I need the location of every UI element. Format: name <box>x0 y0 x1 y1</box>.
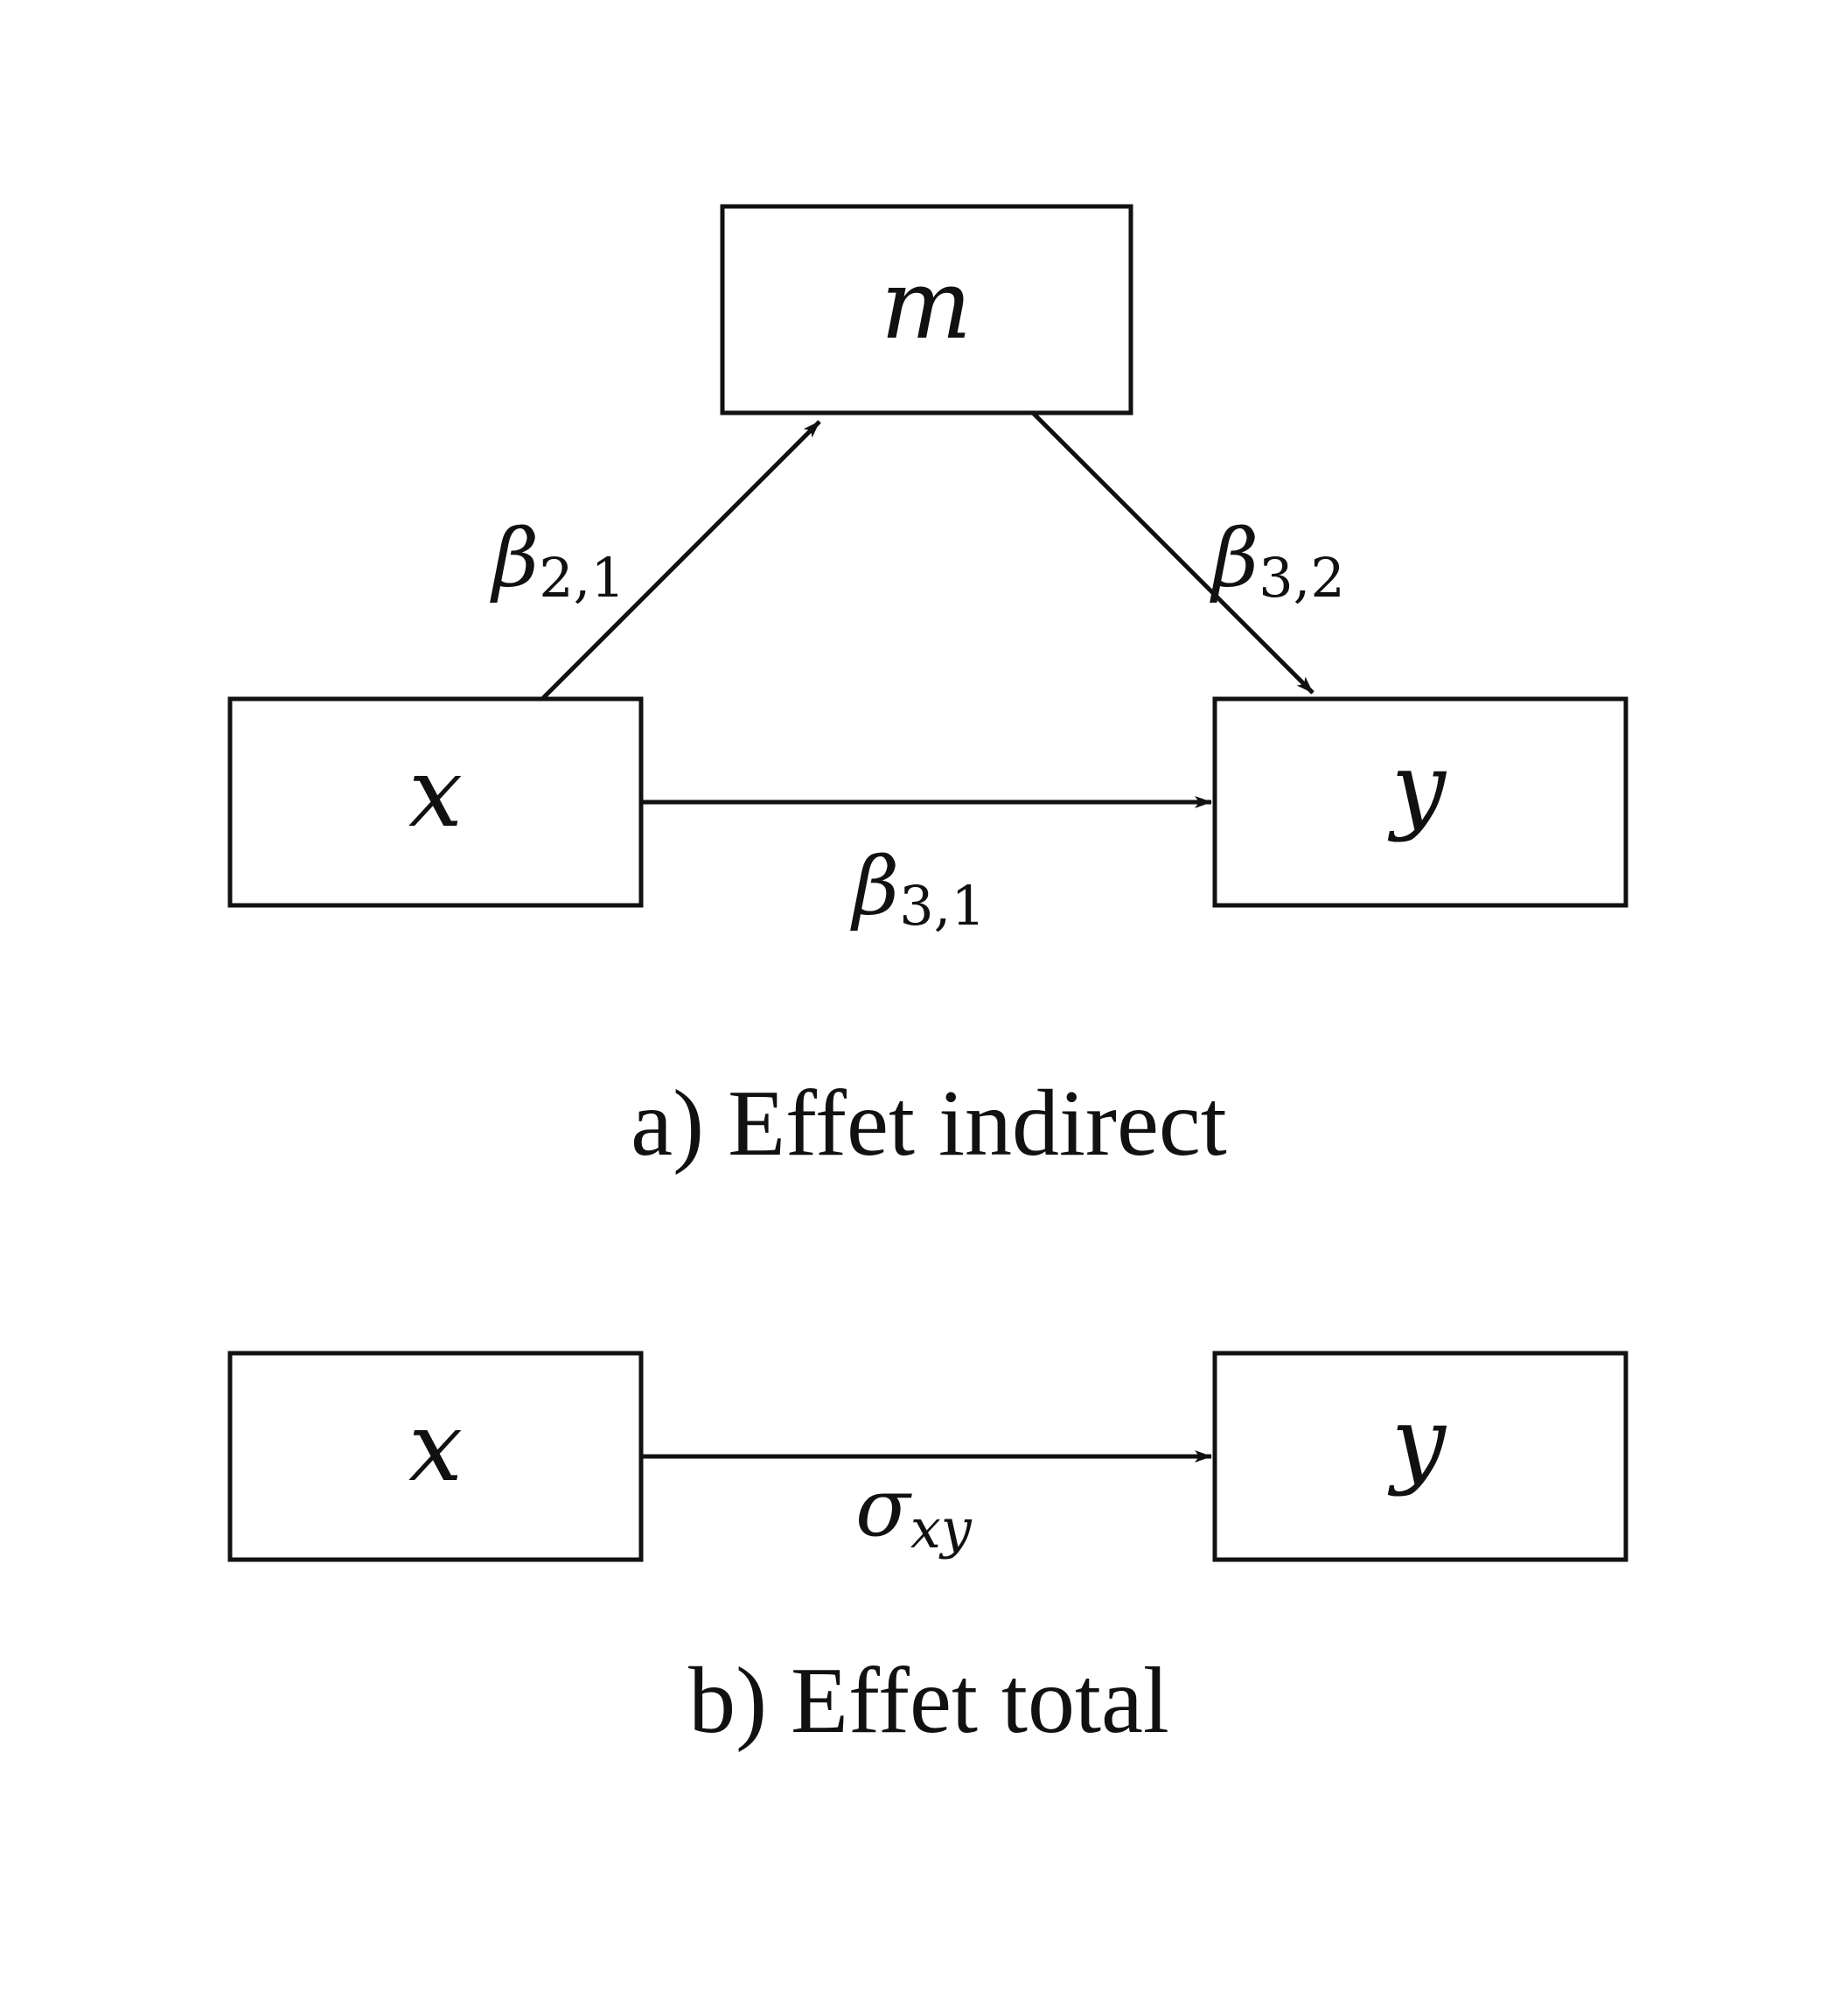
panel-b: x y σxy b) Effet total <box>227 1351 1628 1753</box>
node-y-label: y <box>1387 731 1447 843</box>
node-y-total: y <box>1212 1351 1628 1562</box>
node-x: x <box>227 696 644 908</box>
edge-label-beta-3-1: β3,1 <box>850 840 986 938</box>
edge-label-beta-3-2: β3,2 <box>1210 512 1345 610</box>
node-y: y <box>1212 696 1628 908</box>
edge-label-beta-2-1: β2,1 <box>490 512 625 610</box>
node-m: m <box>720 204 1133 415</box>
caption-a: a) Effet indirect <box>631 1072 1227 1176</box>
edge-label-sigma-xy: σxy <box>855 1461 973 1561</box>
node-y-total-label: y <box>1387 1386 1447 1498</box>
panel-a: m x y β2,1 β3,2 β3,1 a) Effet indirect <box>227 204 1628 1176</box>
caption-b: b) Effet total <box>688 1649 1169 1753</box>
node-x-total-label: x <box>408 1391 463 1503</box>
node-x-label: x <box>408 737 463 848</box>
edge-m-to-y <box>1031 411 1315 695</box>
edge-x-to-m <box>540 420 821 701</box>
node-x-total: x <box>227 1351 644 1562</box>
node-m-label: m <box>881 248 972 360</box>
